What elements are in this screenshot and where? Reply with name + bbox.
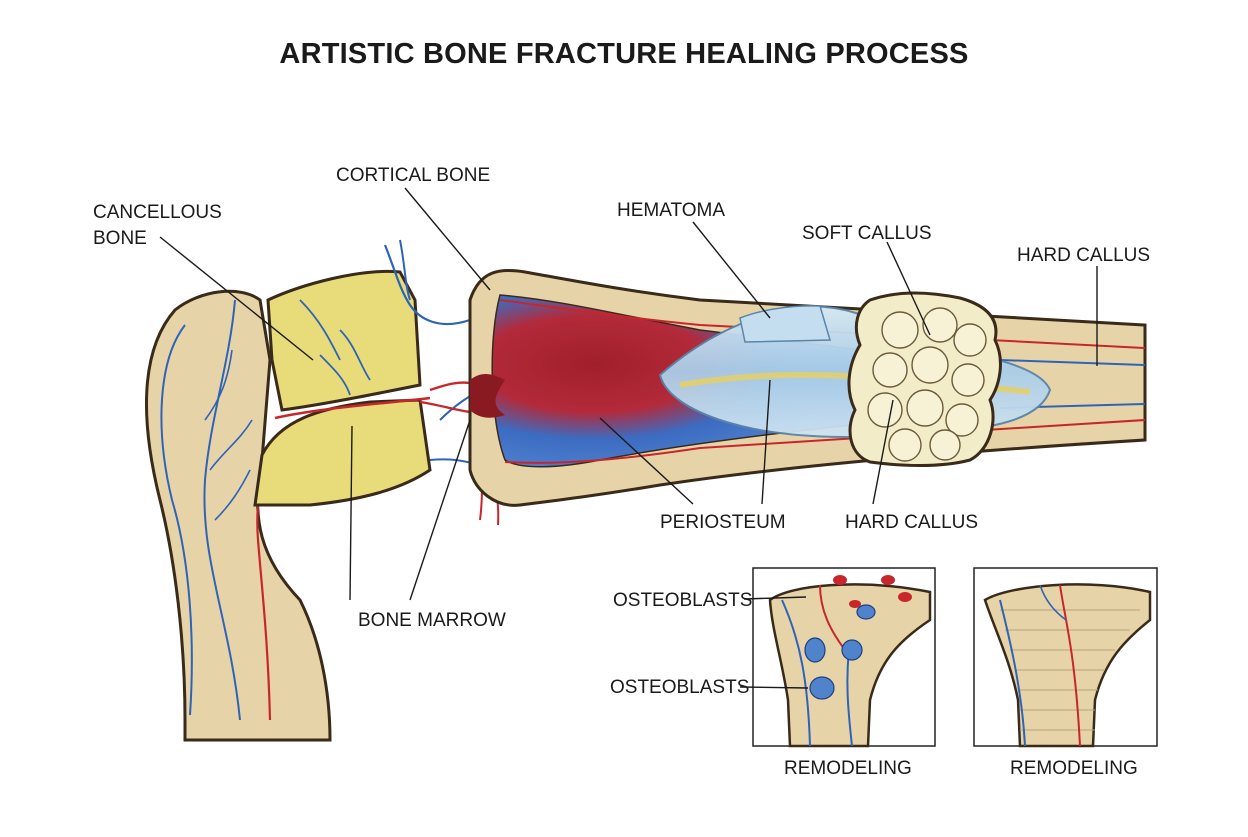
leader-periosteum-2	[761, 379, 771, 505]
leader-bone-marrow	[349, 425, 353, 601]
inset-panel-osteoblasts	[752, 567, 936, 748]
label-hard-callus-top: HARD CALLUS	[1017, 245, 1151, 266]
leader-soft-callus	[886, 241, 931, 336]
label-cortical-bone: CORTICAL BONE	[336, 165, 491, 186]
diagram-title: ARTISTIC BONE FRACTURE HEALING PROCESS	[279, 38, 969, 70]
leader-periosteum	[599, 417, 694, 505]
inset-panel-remodeling	[973, 567, 1158, 748]
leader-osteoblasts-2	[739, 686, 809, 689]
label-soft-callus: SOFT CALLUS	[802, 223, 932, 244]
label-remodeling-2: REMODELING	[1010, 758, 1138, 779]
leader-hematoma	[692, 221, 771, 319]
leader-cancellous	[159, 236, 314, 361]
label-bone-marrow: BONE MARROW	[358, 610, 506, 631]
left-bone-head	[145, 289, 332, 742]
label-osteoblasts-2: OSTEOBLASTS	[610, 677, 750, 698]
leader-bone-marrow-2	[409, 419, 471, 601]
cancellous-fragment-upper	[266, 269, 422, 412]
label-periosteum: PERIOSTEUM	[660, 512, 786, 533]
label-osteoblasts-1: OSTEOBLASTS	[613, 590, 753, 611]
leader-osteoblasts-1	[743, 596, 807, 600]
leader-lines	[159, 187, 1098, 689]
label-cancellous-bone: CANCELLOUS BONE	[93, 202, 222, 249]
hard-callus	[847, 291, 1002, 467]
leader-cortical	[404, 187, 491, 291]
leader-hard-callus-bottom	[872, 399, 894, 505]
label-remodeling-1: REMODELING	[784, 758, 912, 779]
label-hard-callus-bottom: HARD CALLUS	[845, 512, 979, 533]
label-hematoma: HEMATOMA	[617, 200, 726, 221]
